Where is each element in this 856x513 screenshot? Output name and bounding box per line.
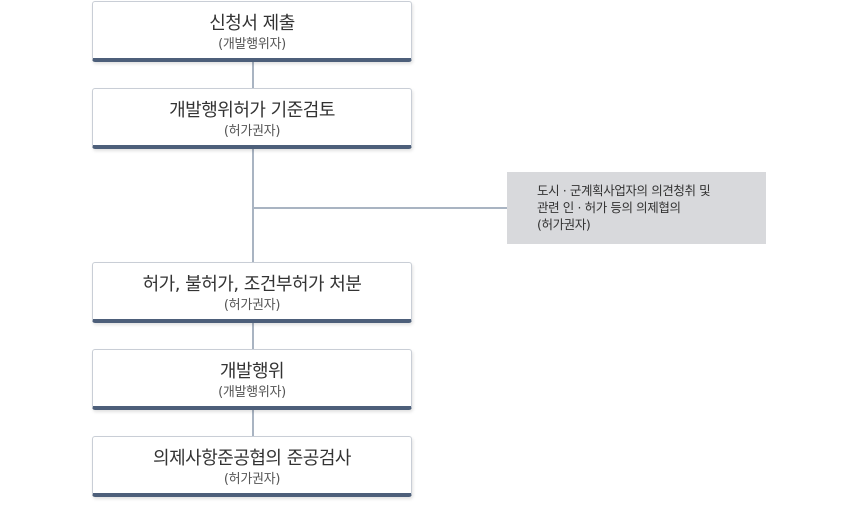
step-title: 개발행위 bbox=[219, 361, 285, 382]
step-actor: (개발행위자) bbox=[218, 385, 286, 400]
step-criteria-review: 개발행위허가 기준검토 (허가권자) bbox=[92, 88, 412, 149]
step-title: 신청서 제출 bbox=[209, 13, 295, 34]
branch-connector-line bbox=[253, 207, 508, 209]
main-connector-line bbox=[252, 60, 254, 440]
step-actor: (개발행위자) bbox=[218, 37, 286, 52]
side-note-line: 도시 · 군계획사업자의 의견청취 및 bbox=[537, 183, 711, 198]
step-actor: (허가권자) bbox=[223, 472, 281, 487]
step-title: 의제사항준공협의 준공검사 bbox=[153, 448, 351, 469]
side-note-consultation: 도시 · 군계획사업자의 의견청취 및 관련 인 · 허가 등의 의제협의 (허… bbox=[507, 172, 766, 244]
step-actor: (허가권자) bbox=[223, 298, 281, 313]
step-application-submission: 신청서 제출 (개발행위자) bbox=[92, 1, 412, 62]
step-actor: (허가권자) bbox=[223, 124, 281, 139]
side-note-line: (허가권자) bbox=[537, 217, 591, 232]
step-development-activity: 개발행위 (개발행위자) bbox=[92, 349, 412, 410]
side-note-line: 관련 인 · 허가 등의 의제협의 bbox=[537, 200, 681, 215]
step-completion-inspection: 의제사항준공협의 준공검사 (허가권자) bbox=[92, 436, 412, 497]
step-title: 허가, 불허가, 조건부허가 처분 bbox=[142, 274, 362, 295]
step-title: 개발행위허가 기준검토 bbox=[169, 100, 335, 121]
step-permit-decision: 허가, 불허가, 조건부허가 처분 (허가권자) bbox=[92, 262, 412, 323]
